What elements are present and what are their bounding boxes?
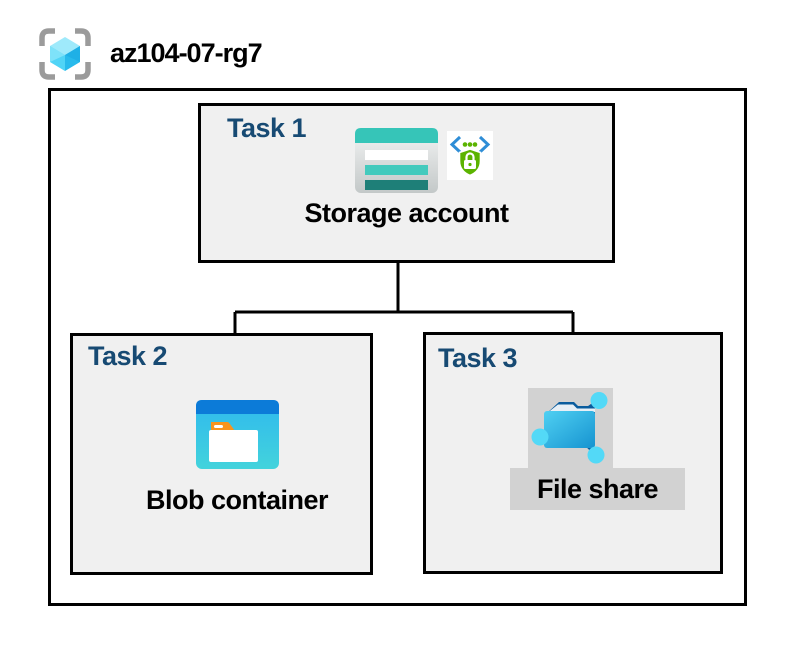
task2-label: Task 2 bbox=[88, 341, 168, 371]
blob-container-icon bbox=[196, 400, 279, 469]
storage-account-caption: Storage account bbox=[304, 198, 509, 228]
storage-account-icon bbox=[355, 128, 438, 193]
code-security-badge-icon bbox=[447, 131, 493, 180]
file-share-caption: File share bbox=[536, 474, 659, 504]
task1-label: Task 1 bbox=[227, 113, 307, 143]
resource-group-icon bbox=[39, 28, 91, 80]
blob-container-caption: Blob container bbox=[145, 485, 329, 515]
task3-label: Task 3 bbox=[438, 343, 518, 373]
resource-group-name: az104-07-rg7 bbox=[110, 38, 263, 68]
file-share-highlight bbox=[528, 388, 613, 468]
file-share-label-background: File share bbox=[510, 468, 685, 510]
file-share-icon bbox=[531, 392, 608, 464]
